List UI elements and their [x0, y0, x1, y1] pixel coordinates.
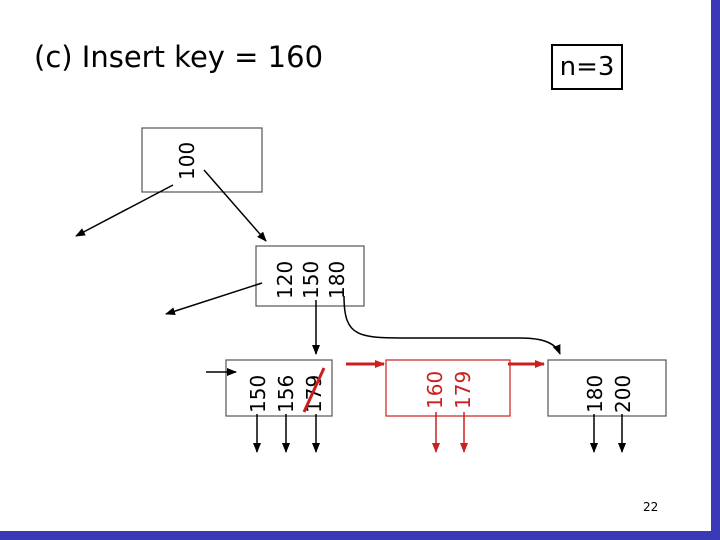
leaf2-key: 179 — [451, 371, 475, 409]
leaf2-key: 160 — [423, 371, 447, 409]
leaf3-key: 200 — [611, 375, 635, 413]
leaf1-key: 150 — [246, 375, 270, 413]
pointer-arrow — [165, 282, 263, 316]
pointer-arrow — [75, 184, 174, 237]
pointer-arrow — [343, 295, 561, 355]
leaf-node-2 — [385, 359, 511, 417]
order-label-box: n=3 — [551, 44, 623, 90]
internal-key: 150 — [299, 261, 323, 299]
internal-key: 180 — [325, 261, 349, 299]
leaf-node-3 — [547, 359, 667, 417]
leaf3-key: 180 — [583, 375, 607, 413]
page-number: 22 — [643, 500, 659, 514]
slide-title: (c) Insert key = 160 — [34, 40, 324, 74]
deleted-key-strike — [302, 367, 326, 413]
root-node — [141, 127, 263, 193]
internal-key: 120 — [273, 261, 297, 299]
leaf-node-1 — [225, 359, 333, 417]
leaf1-key: 156 — [274, 375, 298, 413]
root-key: 100 — [175, 142, 199, 180]
pointer-arrow — [203, 169, 267, 242]
internal-node — [255, 245, 365, 307]
